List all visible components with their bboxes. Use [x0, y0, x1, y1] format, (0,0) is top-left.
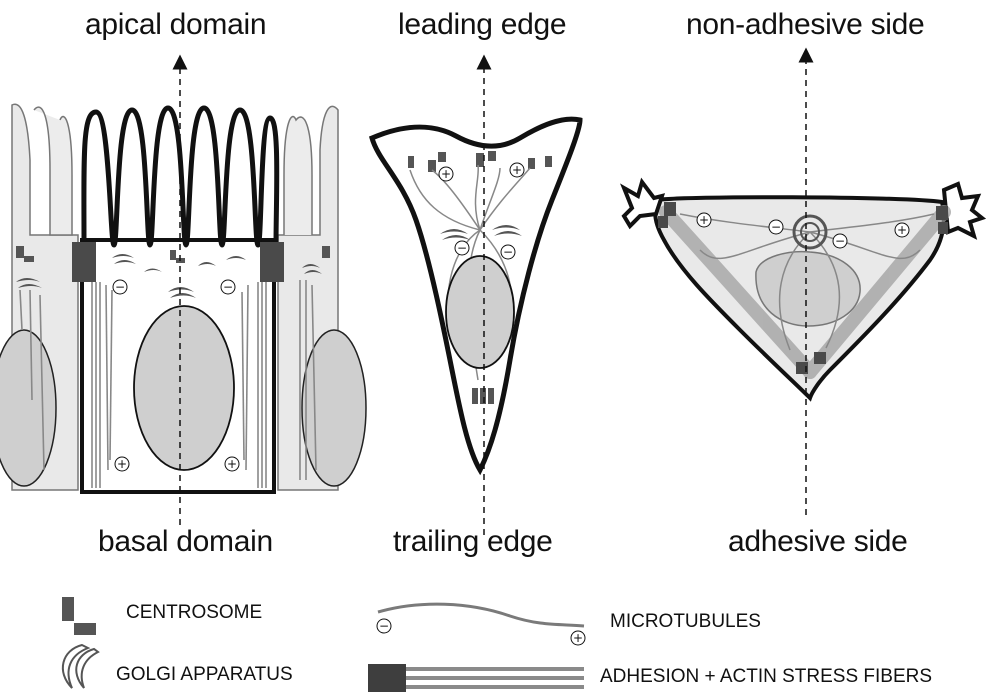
svg-text:+: + [117, 457, 127, 471]
svg-text:−: − [457, 241, 467, 255]
migrating-top-label: leading edge [398, 8, 566, 42]
svg-text:−: − [503, 245, 513, 259]
epithelial-nucleus [134, 306, 234, 470]
adherent-bottom-label: adhesive side [728, 525, 908, 559]
legend-centrosome-icon [62, 597, 96, 635]
svg-text:+: + [573, 631, 583, 645]
svg-text:+: + [227, 457, 237, 471]
svg-text:−: − [771, 220, 781, 234]
legend-adhesion-label: ADHESION + ACTIN STRESS FIBERS [600, 666, 932, 688]
svg-text:+: + [897, 223, 907, 237]
neighbor-cell-right [278, 106, 366, 490]
migrating-panel: + + − − [372, 62, 580, 535]
epithelial-panel: − − + + [0, 62, 366, 525]
svg-text:−: − [835, 234, 845, 248]
legend-golgi-label: GOLGI APPARATUS [116, 664, 293, 686]
svg-text:−: − [115, 280, 125, 294]
epithelial-top-label: apical domain [85, 8, 266, 42]
svg-text:+: + [512, 163, 522, 177]
legend-microtubule-icon [377, 604, 585, 645]
svg-text:+: + [441, 167, 451, 181]
svg-text:−: − [223, 280, 233, 294]
legend-microtubules-label: MICROTUBULES [610, 611, 761, 633]
migrating-rear-adhesions [472, 388, 494, 404]
adherent-top-label: non-adhesive side [686, 8, 924, 42]
svg-text:+: + [699, 213, 709, 227]
legend-golgi-icon [63, 645, 98, 688]
junction-right [260, 242, 284, 282]
migrating-bottom-label: trailing edge [393, 525, 553, 559]
junction-left [72, 242, 96, 282]
legend-centrosome-label: CENTROSOME [126, 602, 262, 624]
svg-text:−: − [379, 619, 389, 633]
neighbor-cell-left [0, 104, 78, 490]
legend-adhesion-icon [368, 664, 584, 692]
epithelial-bottom-label: basal domain [98, 525, 273, 559]
adherent-panel: + + − − [624, 55, 982, 515]
migrating-nucleus [446, 256, 514, 368]
